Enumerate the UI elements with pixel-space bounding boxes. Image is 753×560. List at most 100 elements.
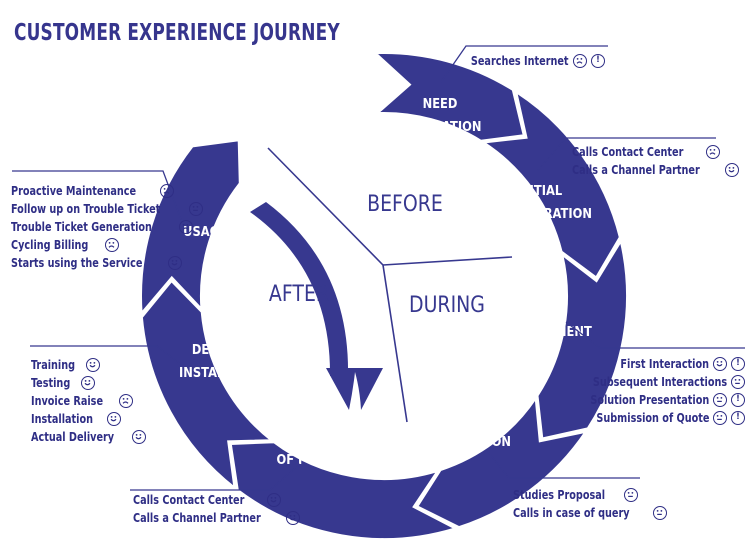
note-text: Calls a Channel Partner: [133, 510, 261, 525]
happy-icon: [86, 358, 101, 372]
stage-delivery-line1: DELIVERY/: [192, 341, 259, 357]
segment-delivery: [140, 279, 275, 490]
note-text: Searches Internet: [471, 53, 569, 68]
sad-icon: [178, 220, 193, 234]
happy-icon: [167, 256, 182, 270]
neutral-icon: [652, 506, 667, 520]
note-item: Installation: [31, 410, 146, 428]
happy-icon: [80, 376, 95, 390]
note-text: Actual Delivery: [31, 429, 115, 444]
stage-labels: NEED GENERATION INITIAL CONSIDERATION EN…: [179, 95, 592, 467]
note-text: Calls in case of query: [513, 505, 630, 520]
note-text: Solution Presentation: [590, 392, 709, 407]
page-title: CUSTOMER EXPERIENCE JOURNEY: [14, 20, 340, 46]
segment-initial: [480, 90, 621, 279]
sad-icon: [573, 54, 587, 68]
note-text: Calls Contact Center: [133, 492, 245, 507]
stage-initial: INITIAL CONSIDERATION: [486, 182, 592, 221]
neutral-icon: [713, 393, 727, 407]
note-item: Calls a Channel Partner: [133, 509, 300, 527]
happy-icon: [266, 493, 281, 507]
note-item: Calls a Channel Partner: [572, 161, 739, 179]
note-item: Trouble Ticket Generation: [11, 218, 203, 236]
note-text: Trouble Ticket Generation: [11, 219, 152, 234]
stage-delivery-line2: INSTALLATION: [179, 364, 271, 380]
note-item: Submission of Quote!: [571, 409, 745, 427]
note-text: Invoice Raise: [31, 393, 104, 408]
stage-need-line2: GENERATION: [399, 118, 482, 134]
exclaim-icon: !: [591, 54, 605, 68]
happy-icon: [285, 511, 300, 525]
phase-before: BEFORE: [367, 191, 443, 217]
note-text: Submission of Quote: [595, 410, 709, 425]
note-item: Calls in case of query: [513, 504, 667, 522]
note-item: Testing: [31, 374, 146, 392]
note-item: Training: [31, 356, 146, 374]
stage-purchase: MOMENT OF PURCHASE: [276, 427, 367, 467]
neutral-icon: [624, 488, 639, 502]
note-item: Actual Delivery: [31, 428, 146, 446]
note-item: Subsequent Interactions: [571, 373, 745, 391]
stage-usage: USAGE: [183, 223, 227, 239]
happy-icon: [724, 163, 739, 177]
note-text: Training: [31, 357, 76, 372]
stage-usage-line1: USAGE: [183, 223, 227, 239]
sad-icon: [160, 184, 175, 198]
exclaim-icon: !: [731, 357, 745, 371]
happy-icon: [131, 430, 146, 444]
stage-evaluation: EVALUATION: [431, 433, 511, 449]
note-item: Searches Internet!: [455, 52, 605, 70]
note-text: Subsequent Interactions: [592, 374, 727, 389]
happy-icon: [107, 412, 122, 426]
note-item: Solution Presentation!: [571, 391, 745, 409]
segment-engagement: [536, 238, 628, 440]
note-item: Cycling Billing: [11, 236, 203, 254]
journey-ring: [140, 51, 628, 540]
stage-initial-line1: INITIAL: [516, 182, 562, 198]
note-text: Calls Contact Center: [572, 144, 684, 159]
stage-purchase-line2: OF PURCHASE: [276, 451, 367, 467]
leader-lines: [12, 45, 745, 491]
stage-need-line1: NEED: [423, 95, 458, 111]
sad-icon: [118, 394, 133, 408]
neutral-icon: [731, 375, 745, 389]
phase-during: DURING: [409, 292, 485, 318]
divider-lines: [267, 147, 513, 423]
note-text: Testing: [31, 375, 71, 390]
happy-icon: [713, 357, 727, 371]
neutral-icon: [188, 202, 203, 216]
note-text: First Interaction: [620, 356, 709, 371]
notes-engagement: First Interaction! Subsequent Interaction…: [571, 355, 745, 427]
phase-after: AFTER: [269, 281, 329, 307]
sad-icon: [705, 145, 720, 159]
segment-evaluation: [415, 395, 588, 529]
stage-delivery: DELIVERY/ INSTALLATION: [179, 341, 271, 380]
stage-initial-line2: CONSIDERATION: [486, 205, 592, 221]
neutral-icon: [713, 411, 727, 425]
note-text: Starts using the Service: [11, 255, 143, 270]
note-text: Calls a Channel Partner: [572, 162, 700, 177]
sad-icon: [104, 238, 119, 252]
stage-evaluation-line1: EVALUATION: [431, 433, 511, 449]
notes-need: Searches Internet!: [455, 52, 605, 70]
exclaim-icon: !: [731, 411, 745, 425]
stage-need: NEED GENERATION: [399, 95, 482, 134]
after-arrow: [250, 202, 383, 410]
note-text: Installation: [31, 411, 94, 426]
note-item: Calls Contact Center: [133, 491, 300, 509]
note-item: Starts using the Service: [11, 254, 203, 272]
stage-purchase-line1: MOMENT: [293, 427, 351, 443]
stage-engagement-line1: ENGAGEMENT: [502, 323, 592, 339]
note-text: Proactive Maintenance: [11, 183, 137, 198]
segment-need: [373, 51, 525, 142]
note-item: Calls Contact Center: [572, 143, 739, 161]
exclaim-icon: !: [731, 393, 745, 407]
note-item: Proactive Maintenance: [11, 182, 203, 200]
note-item: Follow up on Trouble Ticket: [11, 200, 203, 218]
